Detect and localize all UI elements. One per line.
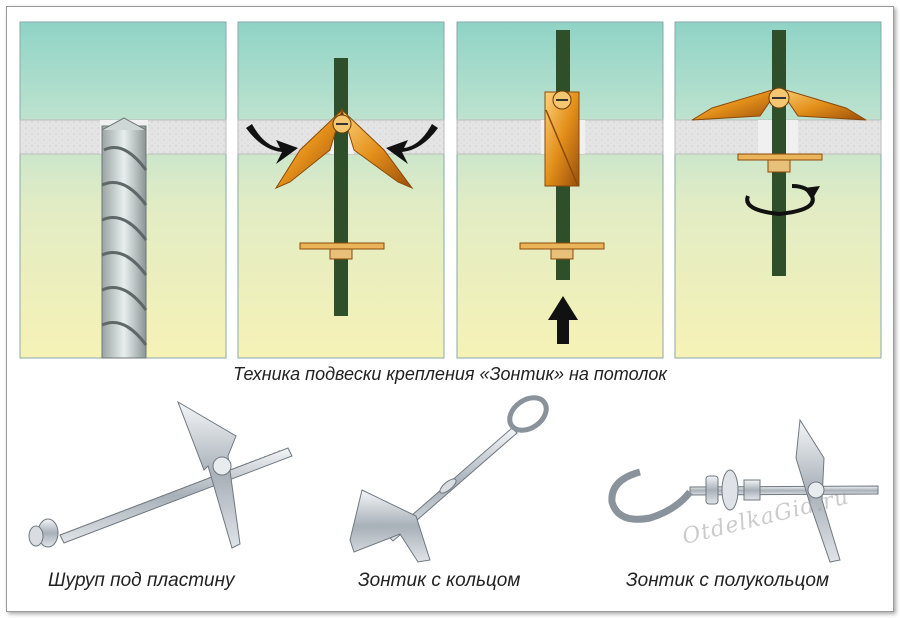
drill-bit-icon xyxy=(101,117,148,359)
washer xyxy=(519,242,605,250)
folded-wing-icon xyxy=(544,90,580,187)
nut xyxy=(550,248,574,260)
product-toggle-hook-image xyxy=(608,418,879,563)
arrow-left-icon xyxy=(246,124,298,164)
threaded-rod xyxy=(334,58,348,316)
panel-2-insert xyxy=(237,21,445,359)
panel-1-drilling xyxy=(19,21,227,359)
nut xyxy=(329,248,353,260)
arrow-up-icon xyxy=(548,296,578,344)
washer xyxy=(299,242,385,250)
rotate-arrow-icon xyxy=(745,184,820,217)
nut xyxy=(767,159,791,173)
panel-3-pass-through xyxy=(456,21,664,359)
product-screw-plate-image xyxy=(28,400,293,549)
washer xyxy=(737,153,823,161)
panel-4-tighten xyxy=(674,21,882,359)
product-label-screw-plate: Шуруп под пластину xyxy=(48,570,235,591)
product-label-toggle-ring: Зонтик с кольцом xyxy=(358,570,521,591)
threaded-rod xyxy=(772,30,786,276)
product-toggle-ring-image xyxy=(349,395,549,563)
folding-wing-icon xyxy=(274,108,414,190)
diagram-caption: Техника подвески крепления «Зонтик» на п… xyxy=(233,364,667,384)
product-label-toggle-hook: Зонтик с полукольцом xyxy=(626,570,829,591)
arrow-right-icon xyxy=(386,124,438,164)
open-wing-icon xyxy=(691,87,867,121)
